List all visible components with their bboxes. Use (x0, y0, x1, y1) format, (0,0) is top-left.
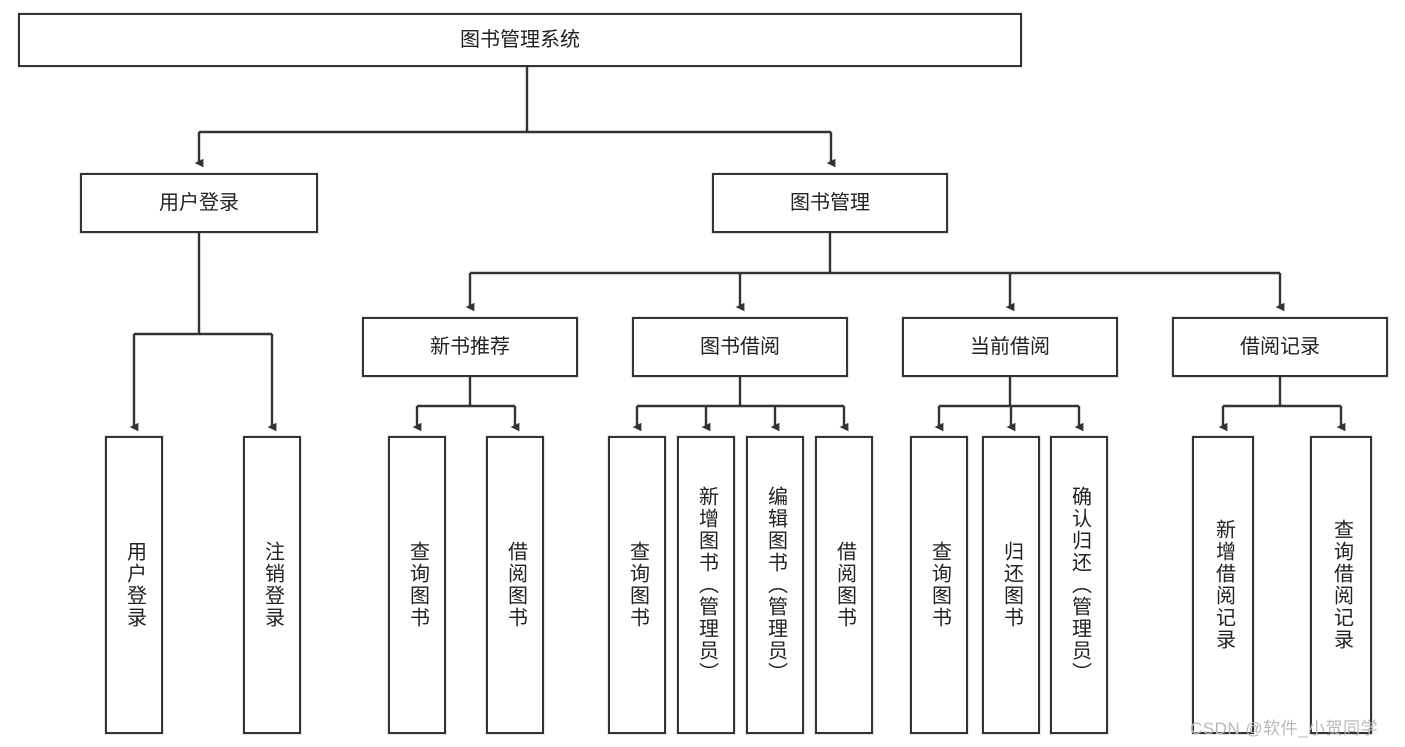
node-root-label: 图书管理系统 (460, 28, 580, 51)
node-leaf-query-book-1-label: 查询图书 (406, 541, 429, 629)
node-leaf-return-book[interactable]: 归还图书 (982, 436, 1040, 734)
node-book-borrow[interactable]: 图书借阅 (632, 317, 848, 377)
node-leaf-query-book-1[interactable]: 查询图书 (388, 436, 446, 734)
node-leaf-query-book-3[interactable]: 查询图书 (910, 436, 968, 734)
node-borrow-record[interactable]: 借阅记录 (1172, 317, 1388, 377)
node-leaf-query-book-2-label: 查询图书 (626, 541, 649, 629)
node-leaf-confirm-return[interactable]: 确认归还（管理员） (1050, 436, 1108, 734)
node-book-manage-label: 图书管理 (790, 191, 870, 214)
node-leaf-borrow-book-2[interactable]: 借阅图书 (815, 436, 873, 734)
node-leaf-user-logout[interactable]: 注销登录 (243, 436, 301, 734)
node-current-borrow-label: 当前借阅 (970, 335, 1050, 358)
node-leaf-add-book[interactable]: 新增图书（管理员） (677, 436, 735, 734)
node-leaf-borrow-book-1-label: 借阅图书 (504, 541, 527, 629)
node-leaf-query-book-2[interactable]: 查询图书 (608, 436, 666, 734)
node-leaf-borrow-book-1[interactable]: 借阅图书 (486, 436, 544, 734)
node-book-manage[interactable]: 图书管理 (712, 173, 948, 233)
node-leaf-user-login[interactable]: 用户登录 (105, 436, 163, 734)
node-leaf-borrow-book-2-label: 借阅图书 (833, 541, 856, 629)
node-leaf-user-login-label: 用户登录 (123, 541, 146, 629)
watermark: CSDN @软件_小贺同学 (1190, 719, 1379, 738)
node-borrow-record-label: 借阅记录 (1240, 335, 1320, 358)
node-leaf-query-record[interactable]: 查询借阅记录 (1310, 436, 1372, 734)
node-leaf-add-record[interactable]: 新增借阅记录 (1192, 436, 1254, 734)
node-new-book-rec[interactable]: 新书推荐 (362, 317, 578, 377)
node-current-borrow[interactable]: 当前借阅 (902, 317, 1118, 377)
node-leaf-query-record-label: 查询借阅记录 (1330, 519, 1353, 651)
node-new-book-rec-label: 新书推荐 (430, 335, 510, 358)
node-leaf-confirm-return-label: 确认归还（管理员） (1068, 486, 1091, 684)
node-user-login-label: 用户登录 (159, 191, 239, 214)
node-user-login[interactable]: 用户登录 (80, 173, 318, 233)
node-leaf-user-logout-label: 注销登录 (261, 541, 284, 629)
node-leaf-add-book-label: 新增图书（管理员） (695, 486, 718, 684)
node-leaf-add-record-label: 新增借阅记录 (1212, 519, 1235, 651)
node-book-borrow-label: 图书借阅 (700, 335, 780, 358)
node-leaf-return-book-label: 归还图书 (1000, 541, 1023, 629)
node-leaf-edit-book[interactable]: 编辑图书（管理员） (746, 436, 804, 734)
node-root[interactable]: 图书管理系统 (18, 13, 1022, 67)
node-leaf-edit-book-label: 编辑图书（管理员） (764, 486, 787, 684)
node-leaf-query-book-3-label: 查询图书 (928, 541, 951, 629)
